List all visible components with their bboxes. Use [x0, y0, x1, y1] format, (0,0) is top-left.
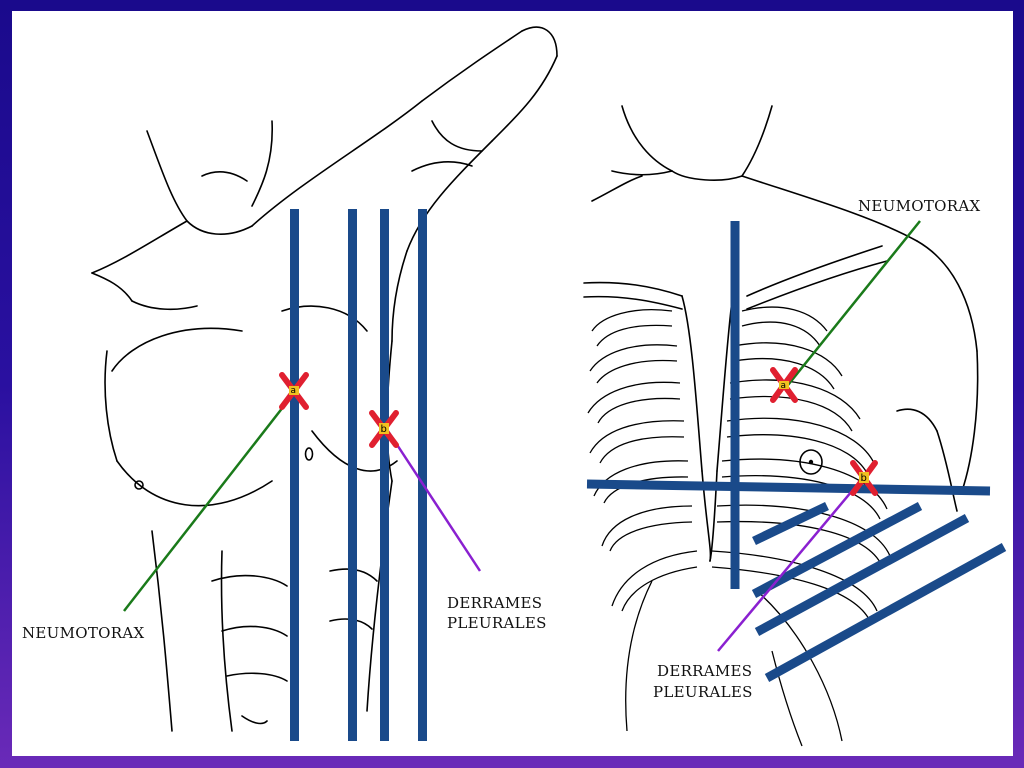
right-derrames-label-line1: DERRAMES — [657, 662, 752, 680]
line-rib-4 — [764, 543, 1007, 682]
left-derrames-label-line1: DERRAMES — [447, 594, 542, 612]
left-derrames-label-line2: PLEURALES — [447, 614, 547, 632]
right-reference-lines — [586, 221, 1007, 682]
slide-canvas: a b NEUMOTORAX DERRAMES PLEURALES — [12, 11, 1013, 756]
left-derrames-pointer — [386, 430, 482, 572]
line-horizontal-nipple — [586, 479, 991, 496]
right-neumotorax-label: NEUMOTORAX — [858, 197, 981, 215]
left-marker-a-label: a — [291, 386, 297, 396]
left-neumotorax-label: NEUMOTORAX — [22, 624, 145, 642]
line-rib-2 — [751, 502, 923, 598]
right-derrames-pointer — [717, 478, 863, 652]
left-neumotorax-pointer — [123, 392, 295, 612]
left-reference-lines — [290, 209, 427, 741]
right-marker-a-label: a — [781, 381, 787, 391]
right-ribcage-illustration — [583, 105, 979, 747]
left-marker-a: a — [279, 372, 309, 410]
chest-diagram: a b NEUMOTORAX DERRAMES PLEURALES — [22, 26, 1007, 747]
line-rib-1 — [752, 501, 829, 546]
line-posterior-axillary — [418, 209, 427, 741]
left-torso-illustration — [91, 26, 558, 732]
right-marker-b-label: b — [861, 473, 867, 484]
line-mid-axillary-2 — [380, 209, 389, 741]
line-anterior-axillary — [290, 209, 299, 741]
right-derrames-label-line2: PLEURALES — [653, 683, 753, 701]
line-mid-axillary-1 — [348, 209, 357, 741]
left-marker-b: b — [369, 410, 399, 448]
right-marker-a: a — [770, 367, 798, 403]
right-marker-b: b — [850, 460, 878, 496]
left-marker-b-label: b — [381, 424, 387, 435]
right-neumotorax-pointer — [787, 220, 921, 386]
line-rib-3 — [754, 514, 970, 636]
